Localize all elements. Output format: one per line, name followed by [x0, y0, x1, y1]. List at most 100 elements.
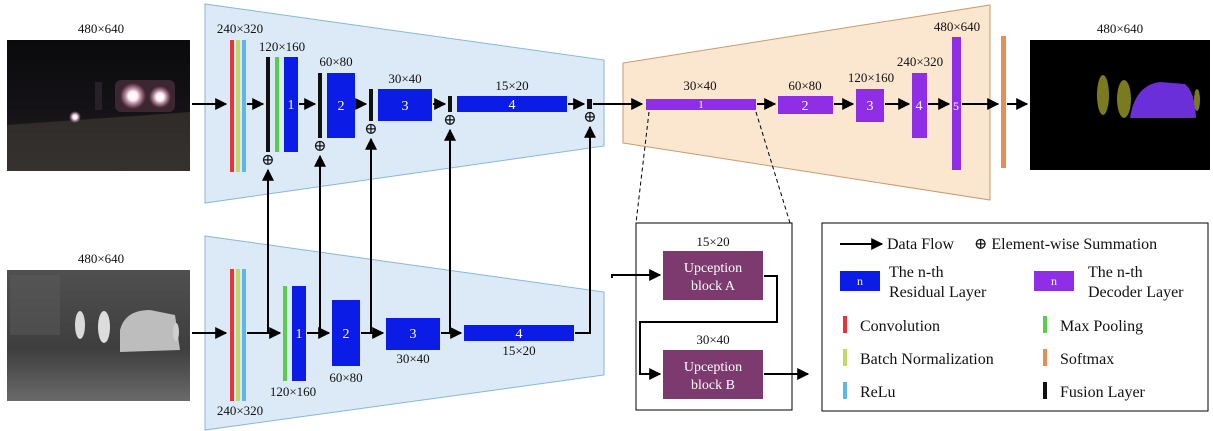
thermal-res3-size-label: 30×40 — [396, 351, 429, 366]
rgb-conv-size-label: 240×320 — [217, 21, 263, 36]
decoder-label-3: 3 — [867, 99, 874, 114]
rgb-fusion-layer-4 — [448, 96, 452, 112]
thermal-residual-block-4 — [464, 325, 574, 341]
thermal-res1-size-label: 120×160 — [270, 384, 316, 399]
legend-maxpool-swatch — [1043, 316, 1047, 333]
legend-softmax-swatch — [1043, 349, 1047, 366]
decoder-block-1 — [646, 99, 756, 110]
sum-symbol-1: ⊕ — [261, 152, 274, 169]
thermal-res4-size-label: 15×20 — [502, 343, 535, 358]
decoder-label-4: 4 — [916, 99, 923, 114]
rgb-residual-block-1 — [284, 57, 298, 152]
rgb-relu-bar — [242, 40, 246, 172]
thermal-residual-label-2: 2 — [343, 327, 350, 342]
rgb-res4-size-label: 15×20 — [495, 78, 528, 93]
legend-residual-line1: The n-th — [889, 264, 944, 281]
legend-batchnorm-label: Batch Normalization — [860, 351, 994, 368]
rgb-fusion-layer-5 — [587, 99, 592, 109]
legend-box — [821, 222, 1209, 412]
sum-symbol-2: ⊕ — [313, 138, 326, 155]
output-size-label: 480×640 — [1097, 21, 1143, 36]
thermal-residual-label-4: 4 — [516, 327, 523, 342]
thermal-batchnorm-bar — [236, 269, 240, 401]
thermal-maxpool-bar — [283, 286, 287, 381]
rgb-fusion-layer-3 — [369, 89, 373, 121]
upception-block-a — [663, 251, 763, 300]
decoder-block-3 — [856, 89, 884, 122]
decoder-block-4 — [912, 73, 927, 138]
rgb-res3-size-label: 30×40 — [388, 71, 421, 86]
thermal-res2-size-label: 60×80 — [329, 370, 362, 385]
upception-b-label-line2: block B — [691, 378, 735, 393]
rgb-fusion-layer-2 — [318, 73, 322, 138]
upception-block-b — [663, 350, 763, 399]
legend-residual-swatch-label: n — [857, 274, 863, 288]
sum-symbol-5: ⊕ — [583, 109, 596, 126]
thermal-residual-label-1: 1 — [296, 327, 303, 342]
rgb-residual-label-3: 3 — [402, 99, 409, 114]
softmax-bar — [1001, 36, 1006, 168]
rgb-convolution-bar — [230, 40, 234, 172]
output-segmentation-image — [1030, 40, 1210, 170]
thermal-input-image — [7, 270, 190, 401]
dec5-size-label: 480×640 — [934, 19, 980, 34]
legend-batchnorm-swatch — [843, 349, 847, 366]
rgb-res1-size-label: 120×160 — [259, 39, 305, 54]
dec2-size-label: 60×80 — [788, 78, 821, 93]
legend-maxpool-label: Max Pooling — [1060, 318, 1143, 335]
dec1-size-label: 30×40 — [683, 78, 716, 93]
legend-decoder-line1: The n-th — [1088, 264, 1143, 281]
thermal-residual-block-2 — [332, 300, 360, 366]
upception-b-label-line1: Upception — [684, 360, 742, 375]
rgb-residual-label-2: 2 — [338, 99, 345, 114]
legend-fusion-label: Fusion Layer — [1060, 384, 1146, 401]
rgb-res2-size-label: 60×80 — [319, 54, 352, 69]
legend-fusion-swatch — [1043, 382, 1047, 399]
legend-decoder-swatch-label: n — [1051, 274, 1057, 288]
legend-softmax-label: Softmax — [1060, 351, 1114, 368]
legend-element-wise-label: ⊕ Element-wise Summation — [974, 236, 1157, 253]
upception-b-size-label: 30×40 — [696, 332, 729, 347]
zoom-lines — [635, 111, 791, 224]
legend-data-flow-label: Data Flow — [887, 236, 955, 253]
thermal-residual-block-1 — [292, 286, 306, 381]
thermal-flow-arrows — [192, 125, 596, 339]
rgb-residual-block-2 — [327, 73, 355, 138]
rgb-residual-block-3 — [378, 89, 432, 121]
thermal-relu-bar — [242, 269, 246, 401]
dec4-size-label: 240×320 — [897, 54, 943, 69]
legend-convolution-swatch — [843, 316, 847, 333]
upception-a-label-line1: Upception — [684, 261, 742, 276]
upception-a-size-label: 15×20 — [696, 234, 729, 249]
rgb-input-image — [7, 40, 190, 171]
thermal-input-size-label: 480×640 — [78, 251, 124, 266]
decoder-block-2 — [778, 96, 833, 114]
dec3-size-label: 120×160 — [848, 70, 894, 85]
legend-decoder-line2: Decoder Layer — [1088, 284, 1184, 301]
rgb-maxpool-bar — [275, 57, 279, 152]
thermal-conv-size-label: 240×320 — [217, 403, 263, 418]
rgb-input-size-label: 480×640 — [78, 21, 124, 36]
sum-symbol-4: ⊕ — [443, 112, 456, 129]
rgb-residual-label-4: 4 — [509, 98, 516, 113]
thermal-residual-label-3: 3 — [410, 327, 417, 342]
legend-relu-label: ReLu — [860, 384, 896, 401]
legend-residual-swatch — [840, 271, 880, 291]
legend-convolution-label: Convolution — [860, 318, 940, 335]
rgb-residual-block-4 — [457, 96, 567, 112]
rgb-fusion-layer-1 — [266, 57, 270, 152]
thermal-residual-block-3 — [386, 318, 440, 350]
sum-symbol-3: ⊕ — [364, 121, 377, 138]
upception-a-label-line2: block A — [691, 279, 736, 294]
upception-flow-arrows — [611, 269, 810, 380]
rgb-residual-label-1: 1 — [288, 98, 295, 113]
decoder-label-5: 5 — [953, 99, 959, 113]
legend-relu-swatch — [843, 382, 847, 399]
decoder-label-2: 2 — [802, 99, 809, 114]
legend-residual-line2: Residual Layer — [889, 284, 987, 301]
thermal-convolution-bar — [230, 269, 234, 401]
decoder-label-1: 1 — [698, 99, 704, 111]
decoder-block-5 — [952, 37, 961, 170]
rgb-batchnorm-bar — [236, 40, 240, 172]
